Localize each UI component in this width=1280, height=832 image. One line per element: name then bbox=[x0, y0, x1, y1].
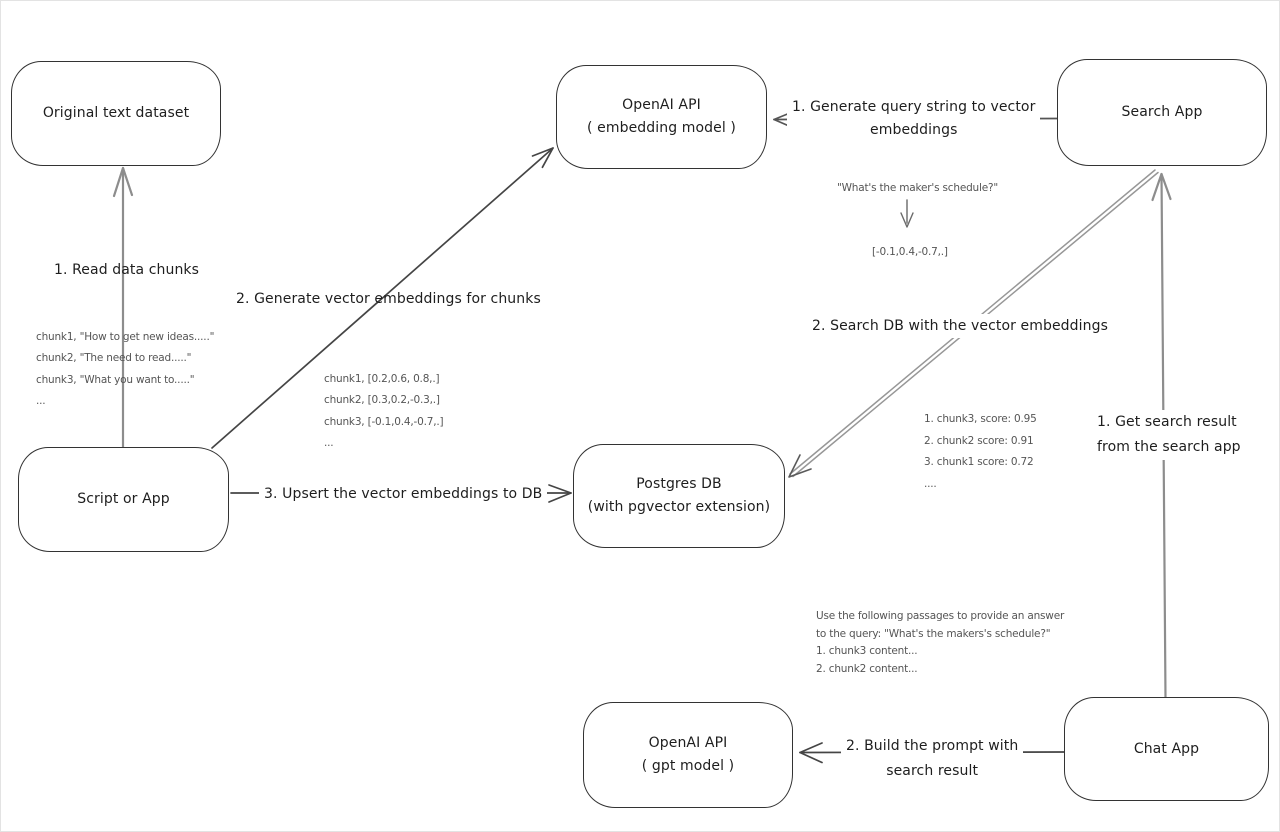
node-postgres-db: Postgres DB (with pgvector extension) bbox=[573, 444, 785, 548]
annotation-line: to the query: "What's the makers's sched… bbox=[816, 627, 1051, 640]
edge-label-line: from the search app bbox=[1097, 439, 1241, 455]
node-chat-app: Chat App bbox=[1064, 697, 1269, 801]
annotation-line: chunk2, [0.3,0.2,-0.3,.] bbox=[324, 394, 440, 407]
node-label: Script or App bbox=[77, 491, 170, 507]
annotation-line: .... bbox=[924, 477, 937, 490]
node-title: Postgres DB bbox=[636, 476, 722, 492]
edge-label-upsert-embeddings: 3. Upsert the vector embeddings to DB bbox=[259, 482, 548, 506]
edge-label-read-chunks: 1. Read data chunks bbox=[54, 262, 200, 278]
annotation-line: chunk3, [-0.1,0.4,-0.7,.] bbox=[324, 415, 444, 428]
edge-label-line: search result bbox=[886, 763, 979, 779]
edge-label-line: embeddings bbox=[870, 122, 958, 138]
node-label: Search App bbox=[1121, 104, 1203, 120]
arrow-query-example-down bbox=[900, 199, 914, 228]
node-subtitle: (with pgvector extension) bbox=[587, 499, 771, 515]
annotation-line: 1. chunk3, score: 0.95 bbox=[924, 413, 1037, 425]
node-script-or-app: Script or App bbox=[18, 447, 229, 552]
annotation-line: 2. chunk2 content... bbox=[816, 662, 918, 675]
arrow-read-chunks bbox=[112, 166, 134, 450]
annotation-line: Use the following passages to provide an… bbox=[816, 610, 1065, 622]
edge-label-line: 1. Generate query string to vector bbox=[792, 99, 1036, 115]
annotation-prompt-example: Use the following passages to provide an… bbox=[816, 608, 1064, 678]
edge-label-query-to-vector: 1. Generate query string to vector embed… bbox=[787, 96, 1041, 142]
node-subtitle: ( embedding model ) bbox=[587, 120, 736, 136]
node-search-app: Search App bbox=[1057, 59, 1267, 166]
node-openai-api-gpt: OpenAI API ( gpt model ) bbox=[583, 702, 793, 808]
annotation-line: ... bbox=[36, 394, 46, 407]
edge-label-build-prompt: 2. Build the prompt with search result bbox=[841, 734, 1024, 784]
annotation-query-vector: [-0.1,0.4,-0.7,.] bbox=[872, 246, 948, 258]
annotation-line: 1. chunk3 content... bbox=[816, 645, 918, 657]
node-title: OpenAI API bbox=[622, 97, 701, 113]
node-original-text-dataset: Original text dataset bbox=[11, 61, 221, 166]
node-label: Chat App bbox=[1133, 740, 1200, 757]
annotation-line: chunk3, "What you want to....." bbox=[36, 373, 195, 386]
annotation-line: chunk2, "The need to read....." bbox=[36, 352, 192, 365]
annotation-line: 3. chunk1 score: 0.72 bbox=[924, 456, 1034, 468]
arrow-generate-embeddings bbox=[211, 147, 554, 449]
edge-label-search-db: 2. Search DB with the vector embeddings bbox=[807, 314, 1113, 338]
annotation-chunk-texts: chunk1, "How to get new ideas....." chun… bbox=[36, 327, 214, 412]
annotation-line: chunk1, "How to get new ideas....." bbox=[36, 331, 215, 343]
annotation-chunk-vectors: chunk1, [0.2,0.6, 0.8,.] chunk2, [0.3,0.… bbox=[324, 369, 444, 454]
node-label: Original text dataset bbox=[42, 105, 190, 121]
edge-label-line: 2. Build the prompt with bbox=[846, 738, 1019, 754]
annotation-line: chunk1, [0.2,0.6, 0.8,.] bbox=[324, 373, 440, 385]
annotation-search-scores: 1. chunk3, score: 0.95 2. chunk2 score: … bbox=[924, 409, 1037, 495]
annotation-line: ... bbox=[324, 436, 334, 449]
edge-label-generate-embeddings: 2. Generate vector embeddings for chunks bbox=[236, 291, 541, 307]
node-title: OpenAI API bbox=[648, 735, 728, 751]
edge-label-line: 1. Get search result bbox=[1097, 414, 1237, 430]
node-subtitle: ( gpt model ) bbox=[641, 758, 735, 774]
edge-label-get-search-result: 1. Get search result from the search app bbox=[1092, 410, 1246, 460]
annotation-query-question: "What's the maker's schedule?" bbox=[837, 182, 998, 194]
arrow-search-db-head bbox=[788, 454, 812, 478]
node-openai-api-embedding: OpenAI API ( embedding model ) bbox=[556, 65, 767, 169]
annotation-line: 2. chunk2 score: 0.91 bbox=[924, 434, 1034, 447]
